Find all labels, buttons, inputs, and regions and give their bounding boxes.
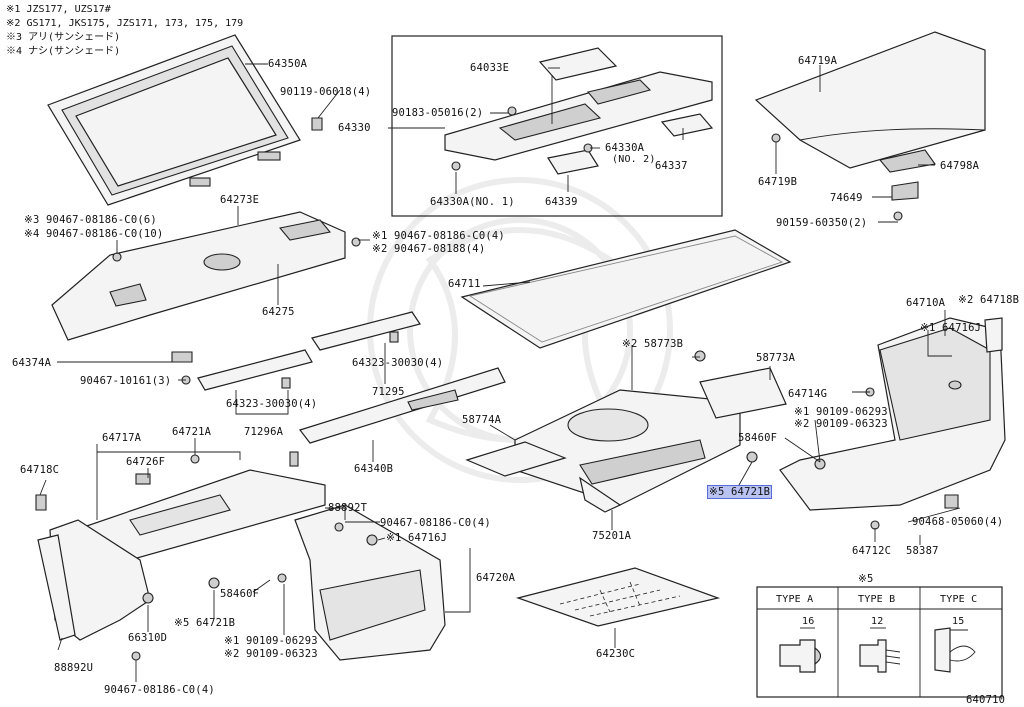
label-64721A[interactable]: 64721A bbox=[172, 426, 212, 438]
label-64712C[interactable]: 64712C bbox=[852, 545, 892, 557]
trunk-floor-mat bbox=[460, 229, 792, 349]
note-1: ※1 JZS177, UZS17# bbox=[6, 4, 111, 15]
label-64275[interactable]: 64275 bbox=[262, 306, 295, 318]
label-90119-06018[interactable]: 90119-06018(4) bbox=[280, 86, 372, 98]
label-90109-06293-left[interactable]: ※1 90109-06293 bbox=[224, 635, 318, 647]
label-64711[interactable]: 64711 bbox=[448, 278, 481, 290]
panel-64330 bbox=[444, 47, 714, 175]
label-64323-30030-a[interactable]: 64323-30030(4) bbox=[352, 357, 444, 369]
spare-tire-cover bbox=[465, 350, 741, 513]
label-64721B-left[interactable]: ※5 64721B bbox=[174, 617, 236, 629]
trunk-lid-trim bbox=[754, 31, 986, 221]
label-71295[interactable]: 71295 bbox=[372, 386, 405, 398]
label-58774A[interactable]: 58774A bbox=[462, 414, 502, 426]
label-90467-c0-6[interactable]: ※3 90467-08186-C0(6) bbox=[24, 214, 157, 226]
sunshade-frame bbox=[47, 34, 323, 206]
side-mat-right bbox=[699, 367, 787, 419]
label-64718B[interactable]: ※2 64718B bbox=[958, 294, 1020, 306]
label-64273E[interactable]: 64273E bbox=[220, 194, 260, 206]
label-90467-08188[interactable]: ※2 90467-08188(4) bbox=[372, 243, 486, 255]
label-64340B[interactable]: 64340B bbox=[354, 463, 394, 475]
label-64330[interactable]: 64330 bbox=[338, 122, 371, 134]
label-64719A[interactable]: 64719A bbox=[798, 55, 838, 67]
label-64337[interactable]: 64337 bbox=[655, 160, 688, 172]
label-64719B[interactable]: 64719B bbox=[758, 176, 798, 188]
label-58773A[interactable]: 58773A bbox=[756, 352, 796, 364]
label-64726F[interactable]: 64726F bbox=[126, 456, 166, 468]
cargo-net bbox=[515, 567, 721, 627]
label-64374A[interactable]: 64374A bbox=[12, 357, 52, 369]
label-71296A[interactable]: 71296A bbox=[244, 426, 284, 438]
trim-bars bbox=[171, 311, 506, 444]
label-64330A-no2[interactable]: 64330A bbox=[605, 142, 645, 154]
label-64721B-right[interactable]: ※5 64721B bbox=[706, 485, 773, 499]
label-64798A[interactable]: 64798A bbox=[940, 160, 980, 172]
label-64718C[interactable]: 64718C bbox=[20, 464, 60, 476]
package-tray bbox=[51, 211, 361, 341]
label-64033E[interactable]: 64033E bbox=[470, 62, 510, 74]
type-c-dim: 15 bbox=[952, 616, 965, 627]
type-c-header: TYPE C bbox=[940, 594, 978, 605]
label-64716J-right[interactable]: ※1 64716J bbox=[920, 322, 982, 334]
label-90467-10161[interactable]: 90467-10161(3) bbox=[80, 375, 172, 387]
label-64710A[interactable]: 64710A bbox=[906, 297, 946, 309]
right-side-trim bbox=[746, 317, 1006, 530]
label-58460F-left[interactable]: 58460F bbox=[220, 588, 260, 600]
fastener-type-table bbox=[756, 586, 1003, 698]
label-64717A[interactable]: 64717A bbox=[102, 432, 142, 444]
label-90467-c0-4a[interactable]: ※1 90467-08186-C0(4) bbox=[372, 230, 505, 242]
type-b-dim: 12 bbox=[871, 616, 884, 627]
label-90159-60350[interactable]: 90159-60350(2) bbox=[776, 217, 868, 229]
figure-number: 640710 bbox=[966, 694, 1006, 706]
label-64720A[interactable]: 64720A bbox=[476, 572, 516, 584]
label-64230C[interactable]: 64230C bbox=[596, 648, 636, 660]
label-88892U[interactable]: 88892U bbox=[54, 662, 94, 674]
label-90183-05016[interactable]: 90183-05016(2) bbox=[392, 107, 484, 119]
note-2: ※2 GS171, JKS175, JZS171, 173, 175, 179 bbox=[6, 18, 244, 29]
label-58387[interactable]: 58387 bbox=[906, 545, 939, 557]
note-4: ※4 ナシ(サンシェード) bbox=[6, 46, 121, 57]
left-side-trim bbox=[35, 451, 446, 661]
label-64330A-no1[interactable]: 64330A(NO. 1) bbox=[430, 196, 515, 208]
label-88892T[interactable]: 88892T bbox=[328, 502, 368, 514]
label-90467-c0-4c[interactable]: 90467-08186-C0(4) bbox=[104, 684, 215, 696]
label-90467-c0-10[interactable]: ※4 90467-08186-C0(10) bbox=[24, 228, 164, 240]
label-90109-06293-right[interactable]: ※1 90109-06293 bbox=[794, 406, 888, 418]
assembly-box-64330 bbox=[391, 35, 723, 217]
label-64323-30030-b[interactable]: 64323-30030(4) bbox=[226, 398, 318, 410]
label-64339[interactable]: 64339 bbox=[545, 196, 578, 208]
label-64714G[interactable]: 64714G bbox=[788, 388, 828, 400]
label-90468-05060[interactable]: 90468-05060(4) bbox=[912, 516, 1004, 528]
note-3: ※3 アリ(サンシェード) bbox=[6, 32, 121, 43]
label-58773B[interactable]: ※2 58773B bbox=[622, 338, 684, 350]
label-90109-06323-left[interactable]: ※2 90109-06323 bbox=[224, 648, 318, 660]
type-a-dim: 16 bbox=[802, 616, 815, 627]
label-58460F-right[interactable]: 58460F bbox=[738, 432, 778, 444]
label-64716J-left[interactable]: ※1 64716J bbox=[386, 532, 448, 544]
type-b-header: TYPE B bbox=[858, 594, 896, 605]
label-90467-c0-4b[interactable]: 90467-08186-C0(4) bbox=[380, 517, 491, 529]
label-74649[interactable]: 74649 bbox=[830, 192, 863, 204]
leader-lines bbox=[39, 63, 961, 682]
label-64350A[interactable]: 64350A bbox=[268, 58, 308, 70]
type-table-title: ※5 bbox=[858, 573, 874, 585]
label-66310D[interactable]: 66310D bbox=[128, 632, 168, 644]
label-75201A[interactable]: 75201A bbox=[592, 530, 632, 542]
label-no2: (NO. 2) bbox=[612, 154, 656, 165]
label-90109-06323-right[interactable]: ※2 90109-06323 bbox=[794, 418, 888, 430]
type-a-header: TYPE A bbox=[776, 594, 814, 605]
